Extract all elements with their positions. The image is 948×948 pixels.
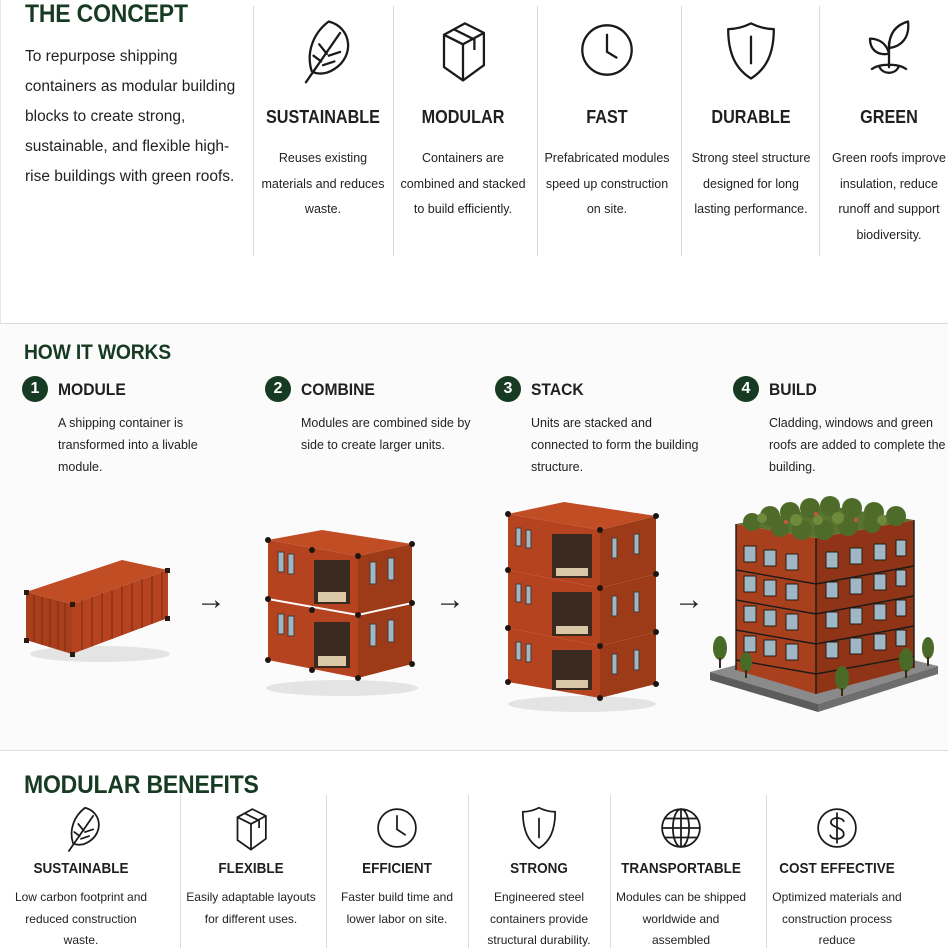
benefit-label: TRANSPORTABLE [621, 860, 741, 877]
column-divider [537, 6, 538, 256]
concept-title: THE CONCEPT [25, 0, 188, 28]
concept-item-desc: Containers are combined and stacked to b… [400, 151, 526, 216]
benefit-strong: STRONG Engineered steel containers provi… [468, 795, 610, 948]
step-title: BUILD [769, 380, 817, 399]
benefit-label: EFFICIENT [362, 860, 432, 877]
concept-item-fast: FAST Prefabricated modules speed up cons… [537, 6, 677, 256]
benefit-cost-effective: COST EFFECTIVE Optimized materials and c… [766, 795, 908, 948]
how-it-works-section: HOW IT WORKS 1 MODULE A shipping contain… [0, 324, 948, 750]
benefit-desc: Optimized materials and construction pro… [772, 890, 902, 947]
concept-item-durable: DURABLE Strong steel structure designed … [681, 6, 821, 256]
leaf-icon [253, 12, 393, 88]
combined-modules-illustration [265, 530, 418, 696]
concept-item-green: GREEN Green roofs improve insulation, re… [819, 6, 948, 256]
concept-section: THE CONCEPT To repurpose shipping contai… [0, 0, 948, 323]
globe-icon [610, 801, 752, 855]
column-divider [326, 795, 327, 948]
arrow-icon: → [435, 583, 465, 616]
modular-benefits-title: MODULAR BENEFITS [24, 771, 259, 799]
benefit-label: FLEXIBLE [218, 860, 284, 877]
benefit-label: STRONG [510, 860, 568, 877]
concept-item-label: SUSTAINABLE [265, 107, 380, 127]
benefit-flexible: FLEXIBLE Easily adaptable layouts for di… [180, 795, 322, 948]
step-desc: Modules are combined side by side to cre… [301, 416, 471, 452]
benefit-sustainable: SUSTAINABLE Low carbon footprint and red… [10, 795, 152, 948]
concept-item-label: MODULAR [421, 107, 505, 127]
column-divider [681, 6, 682, 256]
concept-item-modular: MODULAR Containers are combined and stac… [393, 6, 533, 256]
step-desc: Cladding, windows and green roofs are ad… [769, 416, 946, 474]
benefit-desc: Modules can be shipped worldwide and ass… [615, 890, 747, 947]
column-divider [766, 795, 767, 948]
step-number-badge: 3 [495, 376, 521, 402]
section-divider [0, 750, 948, 751]
shield-icon [681, 12, 821, 88]
concept-item-desc: Green roofs improve insulation, reduce r… [832, 151, 946, 242]
finished-building-illustration [710, 496, 938, 712]
concept-item-sustainable: SUSTAINABLE Reuses existing materials an… [253, 6, 393, 256]
benefit-desc: Easily adaptable layouts for different u… [186, 890, 316, 926]
benefit-desc: Faster build time and lower labor on sit… [340, 890, 454, 926]
column-divider [819, 6, 820, 256]
column-divider [610, 795, 611, 948]
clock-icon [537, 12, 677, 88]
leaf-icon [10, 801, 152, 855]
concept-item-label: GREEN [860, 107, 918, 127]
step-desc: Units are stacked and connected to form … [531, 416, 699, 474]
step-title: COMBINE [301, 380, 375, 399]
arrow-icon: → [674, 583, 704, 616]
step-number-badge: 2 [265, 376, 291, 402]
box-icon [393, 12, 533, 88]
column-divider [253, 6, 254, 256]
concept-description: To repurpose shipping containers as modu… [25, 48, 236, 185]
benefit-desc: Low carbon footprint and reduced constru… [14, 890, 148, 947]
step-title: STACK [531, 380, 584, 399]
dollar-icon [766, 801, 908, 855]
step-number-badge: 1 [22, 376, 48, 402]
stacked-units-illustration [505, 502, 659, 712]
clock-icon [326, 801, 468, 855]
step-title: MODULE [58, 380, 126, 399]
column-divider [393, 6, 394, 256]
column-divider [468, 795, 469, 948]
concept-item-label: FAST [586, 107, 628, 127]
concept-item-desc: Reuses existing materials and reduces wa… [261, 151, 385, 216]
step-number-badge: 4 [733, 376, 759, 402]
concept-item-desc: Strong steel structure designed for long… [691, 151, 811, 216]
arrow-icon: → [196, 583, 226, 616]
benefit-efficient: EFFICIENT Faster build time and lower la… [326, 795, 468, 948]
benefit-desc: Engineered steel containers provide stru… [487, 890, 591, 947]
shield-icon [468, 801, 610, 855]
single-container-illustration [24, 560, 170, 662]
concept-item-desc: Prefabricated modules speed up construct… [544, 151, 670, 216]
benefit-transportable: TRANSPORTABLE Modules can be shipped wor… [610, 795, 752, 948]
section-divider [0, 323, 948, 324]
benefit-label: SUSTAINABLE [33, 860, 129, 877]
modular-benefits-section: MODULAR BENEFITS SUSTAINABLE Low carbon … [0, 751, 948, 948]
concept-item-label: DURABLE [711, 107, 791, 127]
benefit-label: COST EFFECTIVE [779, 860, 895, 877]
how-it-works-title: HOW IT WORKS [24, 341, 171, 364]
column-divider [180, 795, 181, 948]
box-icon [180, 801, 322, 855]
sprout-icon [819, 12, 948, 88]
step-desc: A shipping container is transformed into… [58, 416, 198, 474]
